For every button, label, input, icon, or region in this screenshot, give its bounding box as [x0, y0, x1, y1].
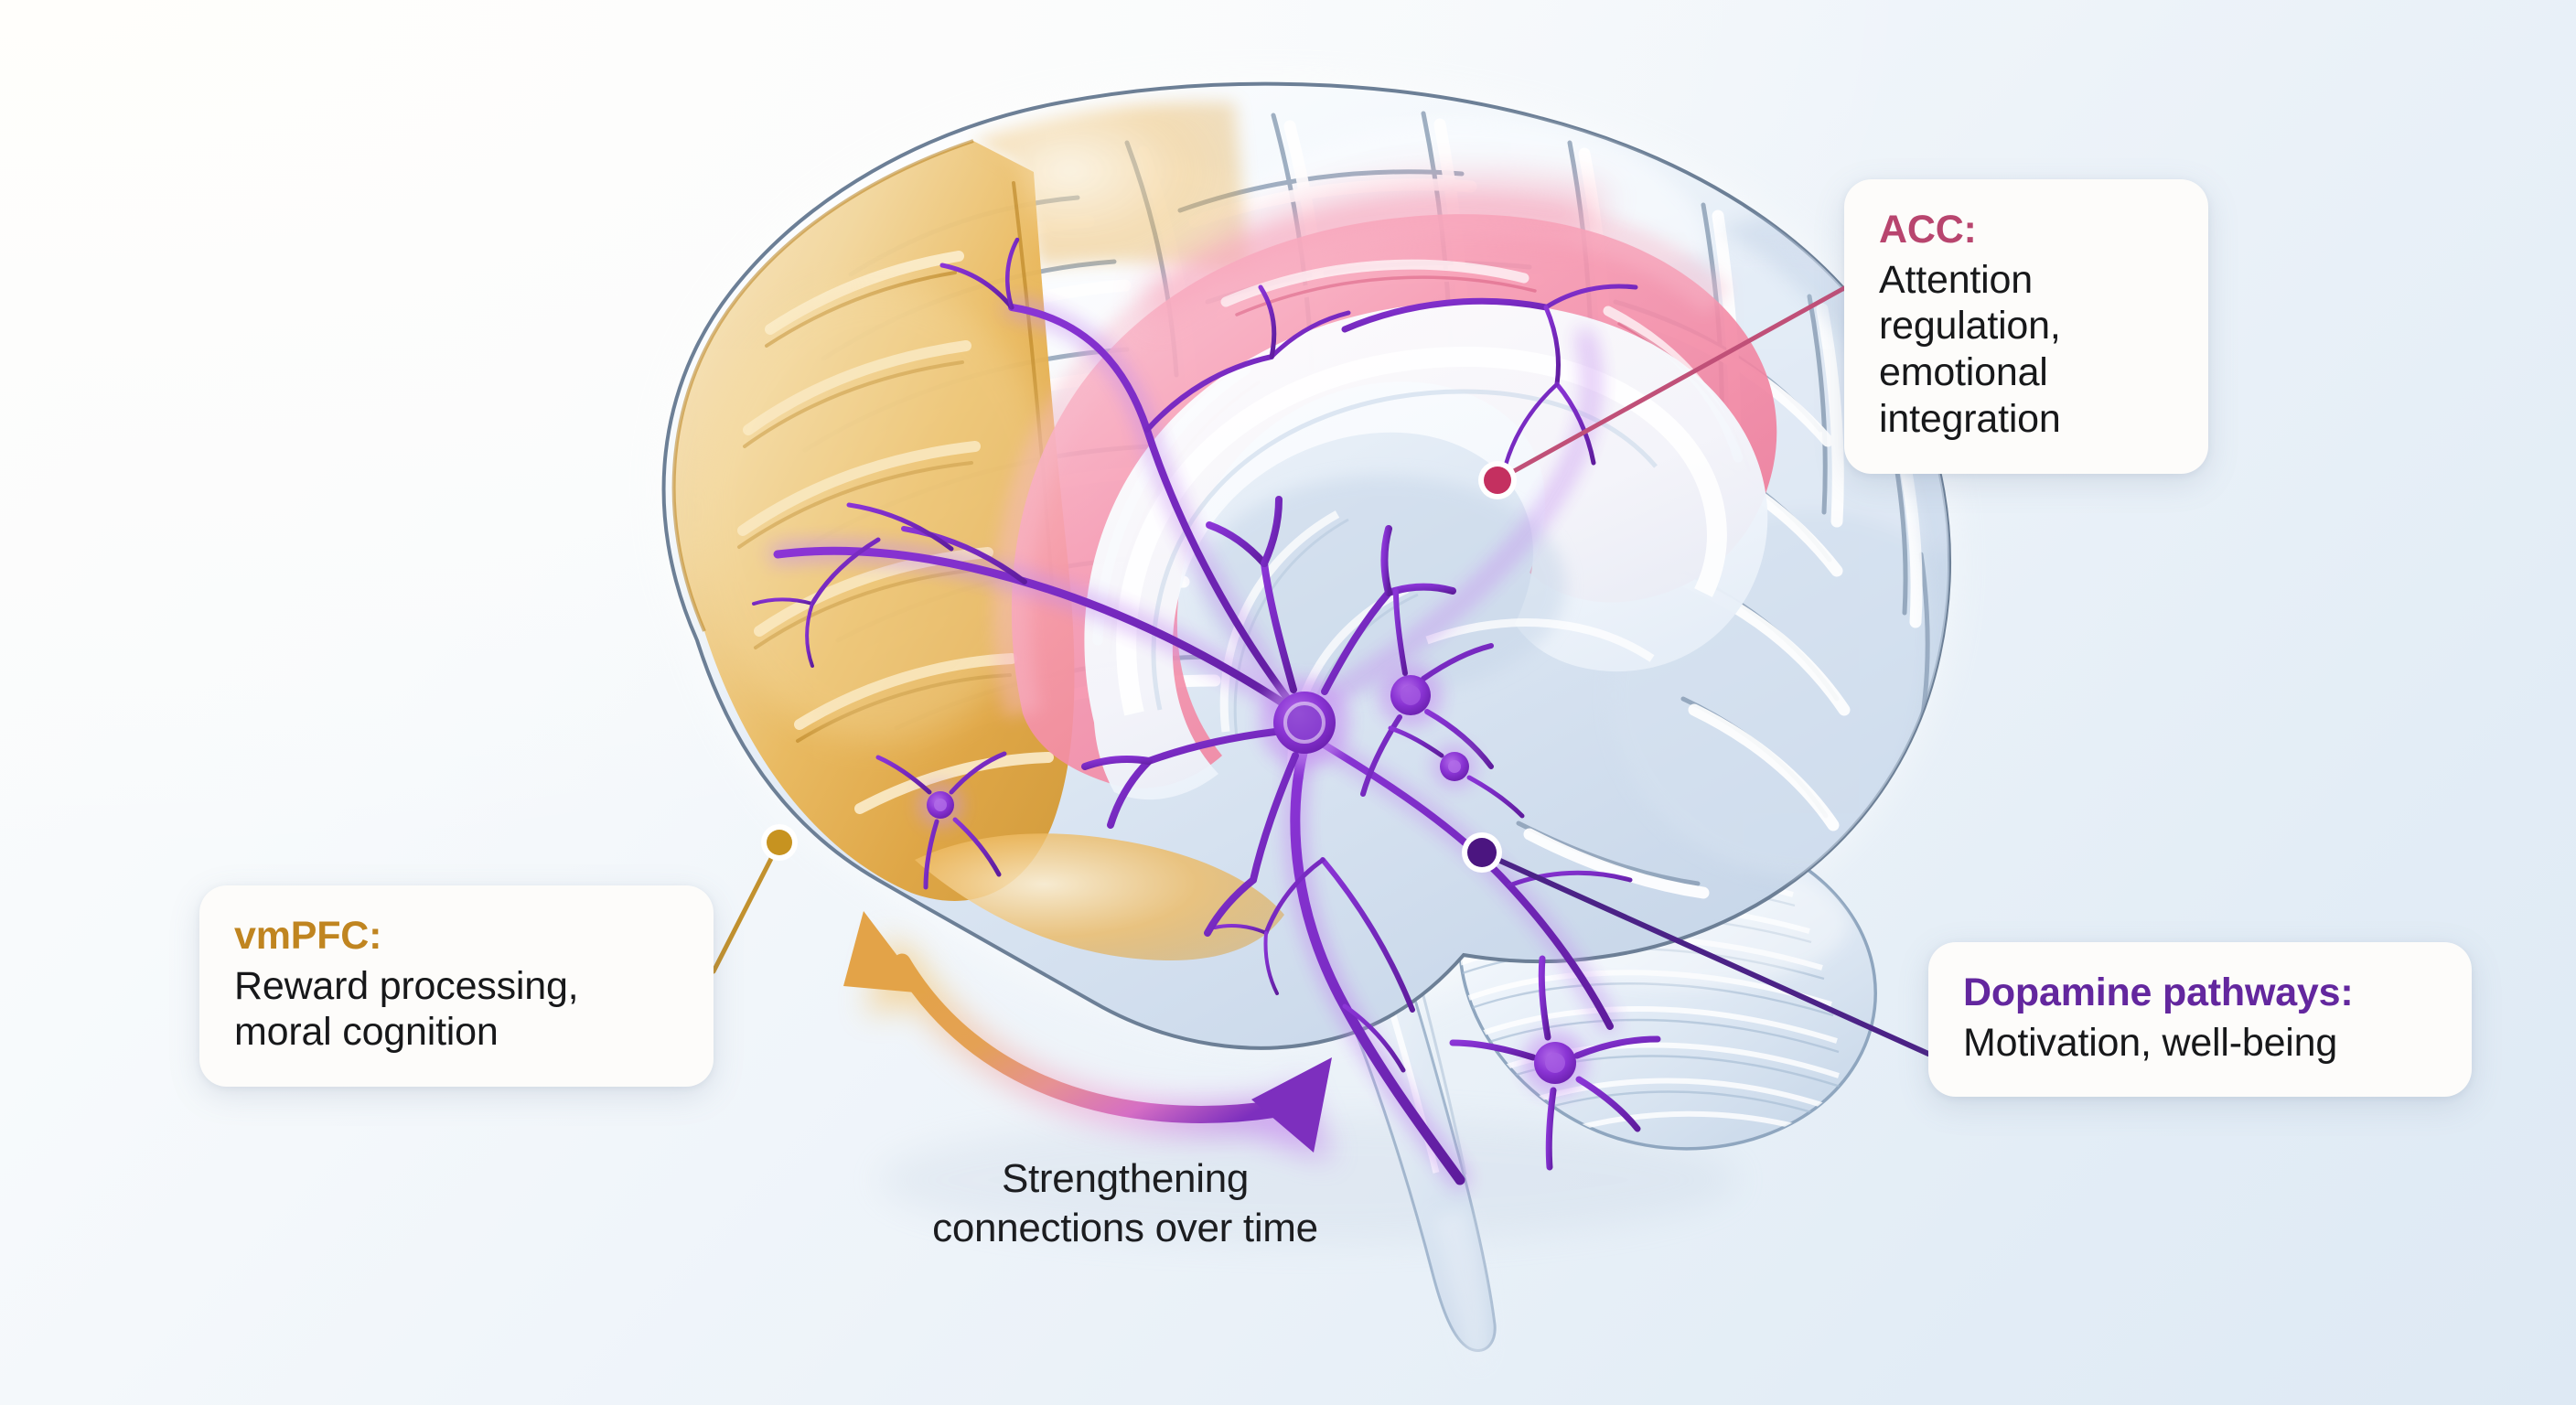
label-card-dopamine[interactable]: Dopamine pathways: Motivation, well-bein… [1928, 942, 2472, 1098]
vmpfc-title: vmPFC: [234, 914, 382, 958]
plasticity-caption: Strengthening connections over time [932, 1156, 1318, 1250]
neuron-right [1360, 588, 1494, 797]
dopamine-pathways [752, 237, 1661, 1186]
bidirectional-plasticity-arrow [843, 911, 1332, 1160]
acc-leader [1478, 285, 1847, 499]
neuron-frontal [875, 751, 1007, 890]
dopamine-title: Dopamine pathways: [1963, 971, 2354, 1014]
acc-description: Attention regulation, emotional integrat… [1879, 257, 2061, 441]
dopamine-description: Motivation, well-being [1963, 1020, 2338, 1065]
label-card-acc[interactable]: ACC: Attention regulation, emotional int… [1844, 179, 2208, 474]
neuron-small [1388, 725, 1525, 819]
vmpfc-leader [711, 824, 798, 974]
label-card-vmpfc[interactable]: vmPFC: Reward processing, moral cognitio… [199, 885, 714, 1088]
neuron-central [1081, 496, 1456, 937]
dopamine-anchor-dot [1467, 838, 1497, 867]
acc-anchor-dot [1484, 467, 1511, 494]
vmpfc-description: Reward processing, moral cognition [234, 963, 579, 1055]
brain-ground-shadow [878, 1116, 1738, 1244]
vmpfc-anchor-dot [767, 830, 792, 855]
acc-title: ACC: [1879, 208, 1977, 252]
neuron-cerebellum [1449, 955, 1661, 1171]
dopamine-leader [1462, 832, 1931, 1056]
